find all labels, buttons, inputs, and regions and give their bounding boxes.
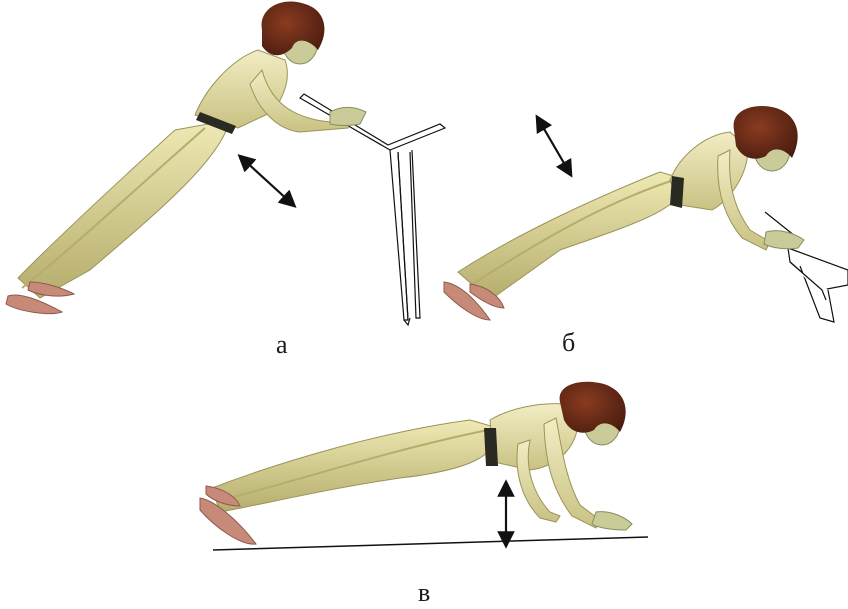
- pants: [212, 420, 498, 512]
- caption-a: а: [276, 330, 288, 360]
- floor-line: [213, 537, 648, 550]
- figure-a: [6, 2, 445, 325]
- pants: [458, 172, 688, 300]
- figure-c: [200, 382, 648, 550]
- hand: [764, 231, 804, 249]
- direction-arrow: [540, 122, 568, 170]
- caption-c: в: [418, 578, 430, 608]
- hand: [592, 512, 632, 530]
- hair: [560, 382, 626, 433]
- shoe: [6, 295, 62, 314]
- pants: [18, 120, 230, 298]
- bench: [765, 212, 848, 322]
- hair: [734, 106, 798, 159]
- figure-b: [444, 106, 848, 322]
- belt: [670, 176, 684, 208]
- direction-arrow: [244, 160, 290, 202]
- hand: [330, 107, 366, 125]
- caption-b: б: [562, 328, 575, 358]
- belt: [484, 428, 498, 466]
